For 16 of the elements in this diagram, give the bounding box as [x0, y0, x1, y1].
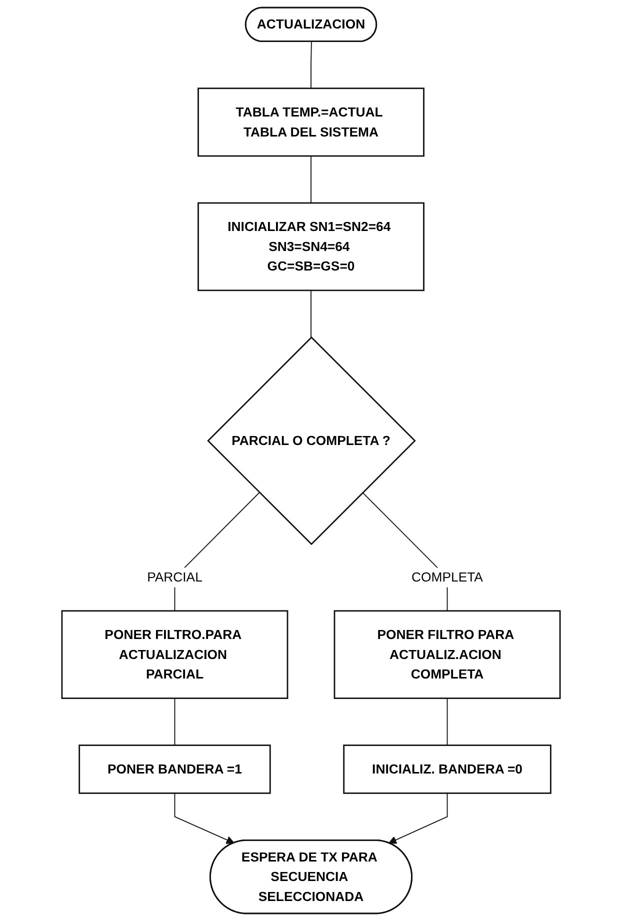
arrow [174, 792, 234, 844]
node-box: TABLA TEMP.=ACTUAL TABLA DEL SISTEMA [198, 88, 424, 157]
node-box: PONER BANDERA =1 [78, 744, 271, 794]
connector [310, 290, 312, 338]
node-box: PONER FILTRO PARA ACTUALIZ.ACION COMPLETA [334, 610, 561, 699]
connector [174, 698, 176, 746]
connector [446, 698, 448, 746]
edge-label: PARCIAL [147, 570, 202, 585]
edge-label: COMPLETA [412, 570, 483, 585]
node-box: INICIALIZ. BANDERA =0 [343, 744, 552, 794]
node-box: PONER FILTRO.PARA ACTUALIZACION PARCIAL [61, 610, 288, 699]
arrow [388, 792, 448, 844]
node-diamond: PARCIAL O COMPLETA ? [207, 336, 416, 546]
connector [310, 156, 312, 204]
node-box: INICIALIZAR SN1=SN2=64 SN3=SN4=64 GC=SB=GS=0 [198, 202, 424, 292]
connector [310, 41, 312, 89]
